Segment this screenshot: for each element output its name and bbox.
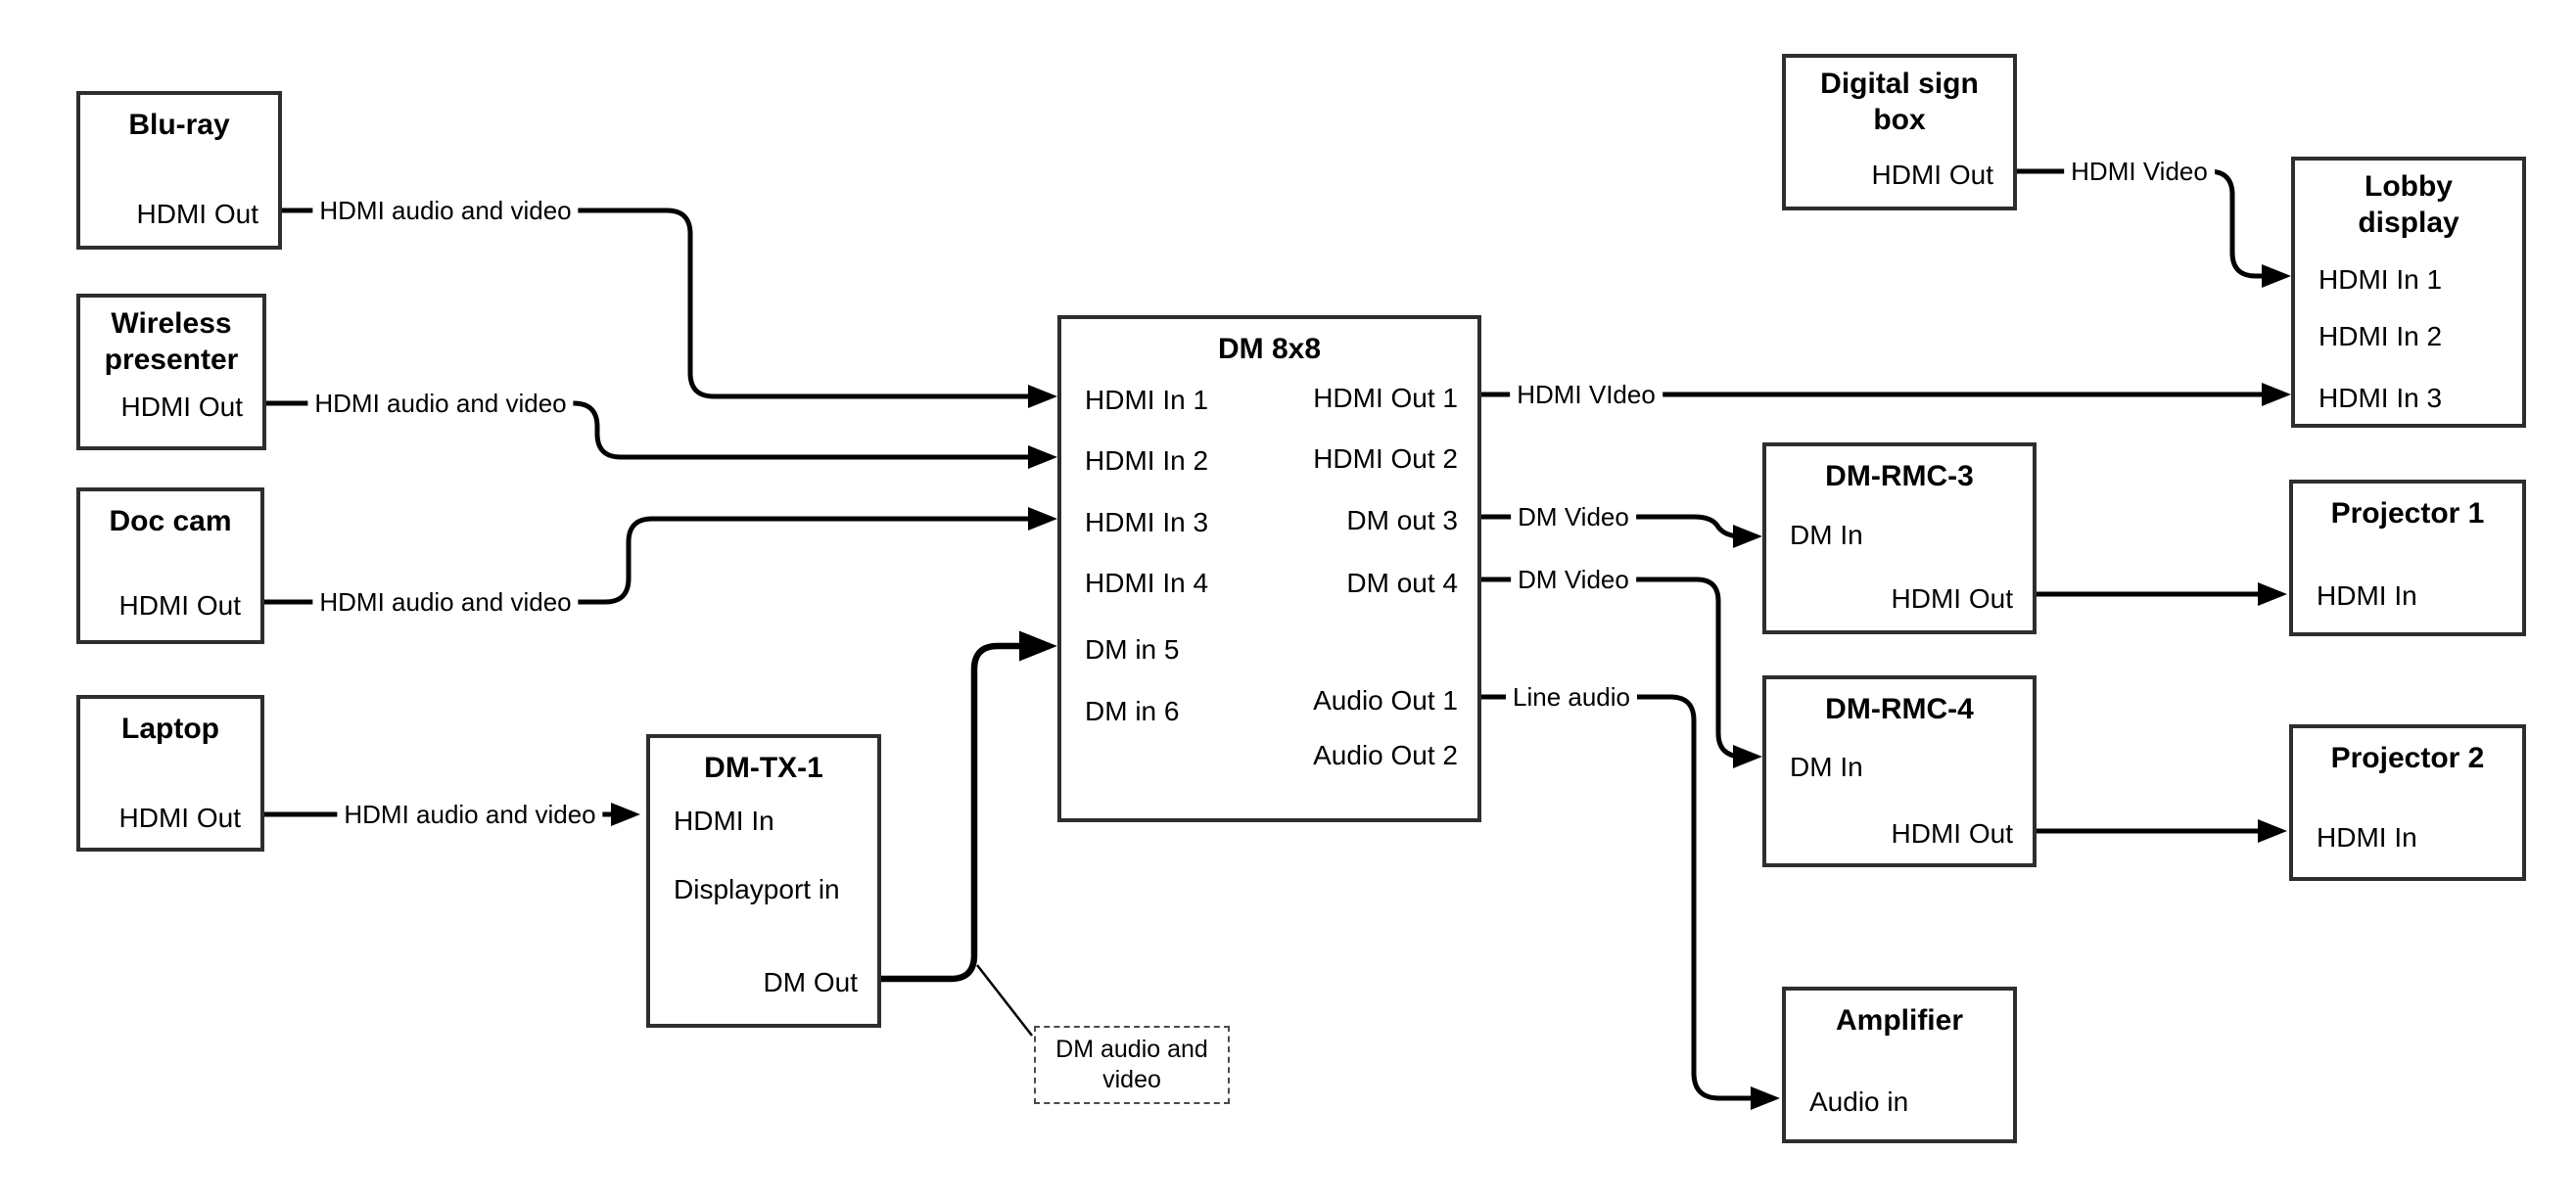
node-dm-rmc-4: DM-RMC-4 DM In HDMI Out [1762, 675, 2037, 867]
node-title: DM-RMC-4 [1825, 693, 1974, 725]
port-dm-in-5: DM in 5 [1085, 634, 1180, 665]
connector-doccam-to-dm8x8-in3 [264, 507, 1057, 605]
port-hdmi-in-4: HDMI In 4 [1085, 568, 1209, 598]
node-title: Projector 2 [2330, 742, 2485, 774]
port-hdmi-out-1: HDMI Out 1 [1313, 383, 1458, 413]
port-dm-out-4: DM out 4 [1346, 568, 1458, 598]
port-dm-in: DM In [1790, 752, 1863, 782]
note-leader-line [976, 964, 1033, 1037]
node-title: Amplifier [1835, 1004, 1964, 1037]
port-hdmi-in: HDMI In [2317, 822, 2417, 853]
node-title: DM-TX-1 [704, 752, 823, 784]
port-hdmi-in-3: HDMI In 3 [1085, 507, 1209, 537]
wire-label-hdmi-audio-video-doccam: HDMI audio and video [312, 586, 579, 618]
node-title: Digital sign box [1820, 68, 1979, 136]
connector-dm8x8-out4-to-dmrmc4 [1481, 577, 1762, 768]
port-hdmi-in-1: HDMI In 1 [2318, 264, 2443, 295]
node-title: Laptop [121, 713, 219, 745]
port-hdmi-out: HDMI Out [118, 803, 241, 833]
wire-label-dm-video-out4: DM Video [1511, 564, 1636, 595]
node-title: Doc cam [109, 505, 232, 537]
node-title: DM 8x8 [1217, 333, 1322, 365]
port-hdmi-out: HDMI Out [1871, 160, 1993, 190]
port-hdmi-in-1: HDMI In 1 [1085, 385, 1209, 415]
port-hdmi-out: HDMI Out [118, 590, 241, 621]
node-amplifier: Amplifier Audio in [1782, 987, 2017, 1143]
node-wireless-presenter: Wireless presenter HDMI Out [76, 294, 266, 450]
wire-label-hdmi-audio-video-wireless: HDMI audio and video [307, 388, 574, 419]
node-title: Projector 1 [2330, 497, 2485, 530]
node-projector-1: Projector 1 HDMI In [2289, 480, 2526, 636]
wire-label-hdmi-video-signbox: HDMI Video [2064, 156, 2215, 187]
port-dm-in: DM In [1790, 520, 1863, 550]
wire-label-hdmi-audio-video-bluray: HDMI audio and video [312, 195, 579, 226]
port-displayport-in: Displayport in [674, 874, 840, 904]
port-hdmi-out: HDMI Out [120, 392, 243, 422]
node-title: Wireless presenter [104, 307, 239, 376]
port-hdmi-out: HDMI Out [1891, 818, 2013, 849]
connector-dm8x8-aout1-to-amplifier [1481, 694, 1780, 1110]
node-laptop: Laptop HDMI Out [76, 695, 264, 852]
port-hdmi-in: HDMI In [674, 806, 774, 836]
port-dm-out: DM Out [763, 967, 858, 997]
port-hdmi-in: HDMI In [2317, 580, 2417, 611]
node-projector-2: Projector 2 HDMI In [2289, 724, 2526, 881]
note-dm-audio-and-video: DM audio and video [1034, 1026, 1230, 1104]
node-dm-rmc-3: DM-RMC-3 DM In HDMI Out [1762, 442, 2037, 634]
port-hdmi-out: HDMI Out [136, 199, 258, 229]
port-hdmi-in-2: HDMI In 2 [2318, 321, 2443, 351]
port-audio-out-1: Audio Out 1 [1313, 685, 1458, 716]
port-dm-out-3: DM out 3 [1346, 505, 1458, 535]
port-audio-out-2: Audio Out 2 [1313, 740, 1458, 770]
node-title: Lobby display [2358, 170, 2459, 239]
wire-label-line-audio: Line audio [1506, 681, 1637, 713]
connector-dm8x8-out3-to-dmrmc3 [1481, 514, 1762, 548]
port-hdmi-out: HDMI Out [1891, 583, 2013, 614]
node-title: DM-RMC-3 [1825, 460, 1974, 492]
node-digital-sign-box: Digital sign box HDMI Out [1782, 54, 2017, 210]
wire-label-hdmi-video-out1: HDMI VIdeo [1510, 379, 1663, 410]
port-dm-in-6: DM in 6 [1085, 696, 1180, 726]
node-lobby-display: Lobby display HDMI In 1 HDMI In 2 HDMI I… [2291, 157, 2526, 428]
connector-bluray-to-dm8x8-in1 [282, 208, 1057, 408]
connector-dmtx1-to-dm8x8-in5 [881, 630, 1057, 983]
wire-label-hdmi-audio-video-laptop: HDMI audio and video [337, 799, 603, 830]
wire-label-dm-video-out3: DM Video [1511, 501, 1636, 532]
connector-wireless-to-dm8x8-in2 [266, 400, 1057, 469]
port-hdmi-in-3: HDMI In 3 [2318, 383, 2443, 413]
port-hdmi-in-2: HDMI In 2 [1085, 445, 1209, 476]
connector-signbox-to-lobby-in1 [2017, 168, 2291, 288]
port-audio-in: Audio in [1809, 1086, 1909, 1117]
node-doc-cam: Doc cam HDMI Out [76, 487, 264, 644]
node-blu-ray: Blu-ray HDMI Out [76, 91, 282, 250]
node-dm-tx-1: DM-TX-1 HDMI In Displayport in DM Out [646, 734, 881, 1028]
port-hdmi-out-2: HDMI Out 2 [1313, 443, 1458, 474]
node-title: Blu-ray [128, 109, 230, 141]
node-dm-8x8: DM 8x8 HDMI In 1 HDMI In 2 HDMI In 3 HDM… [1057, 315, 1481, 822]
